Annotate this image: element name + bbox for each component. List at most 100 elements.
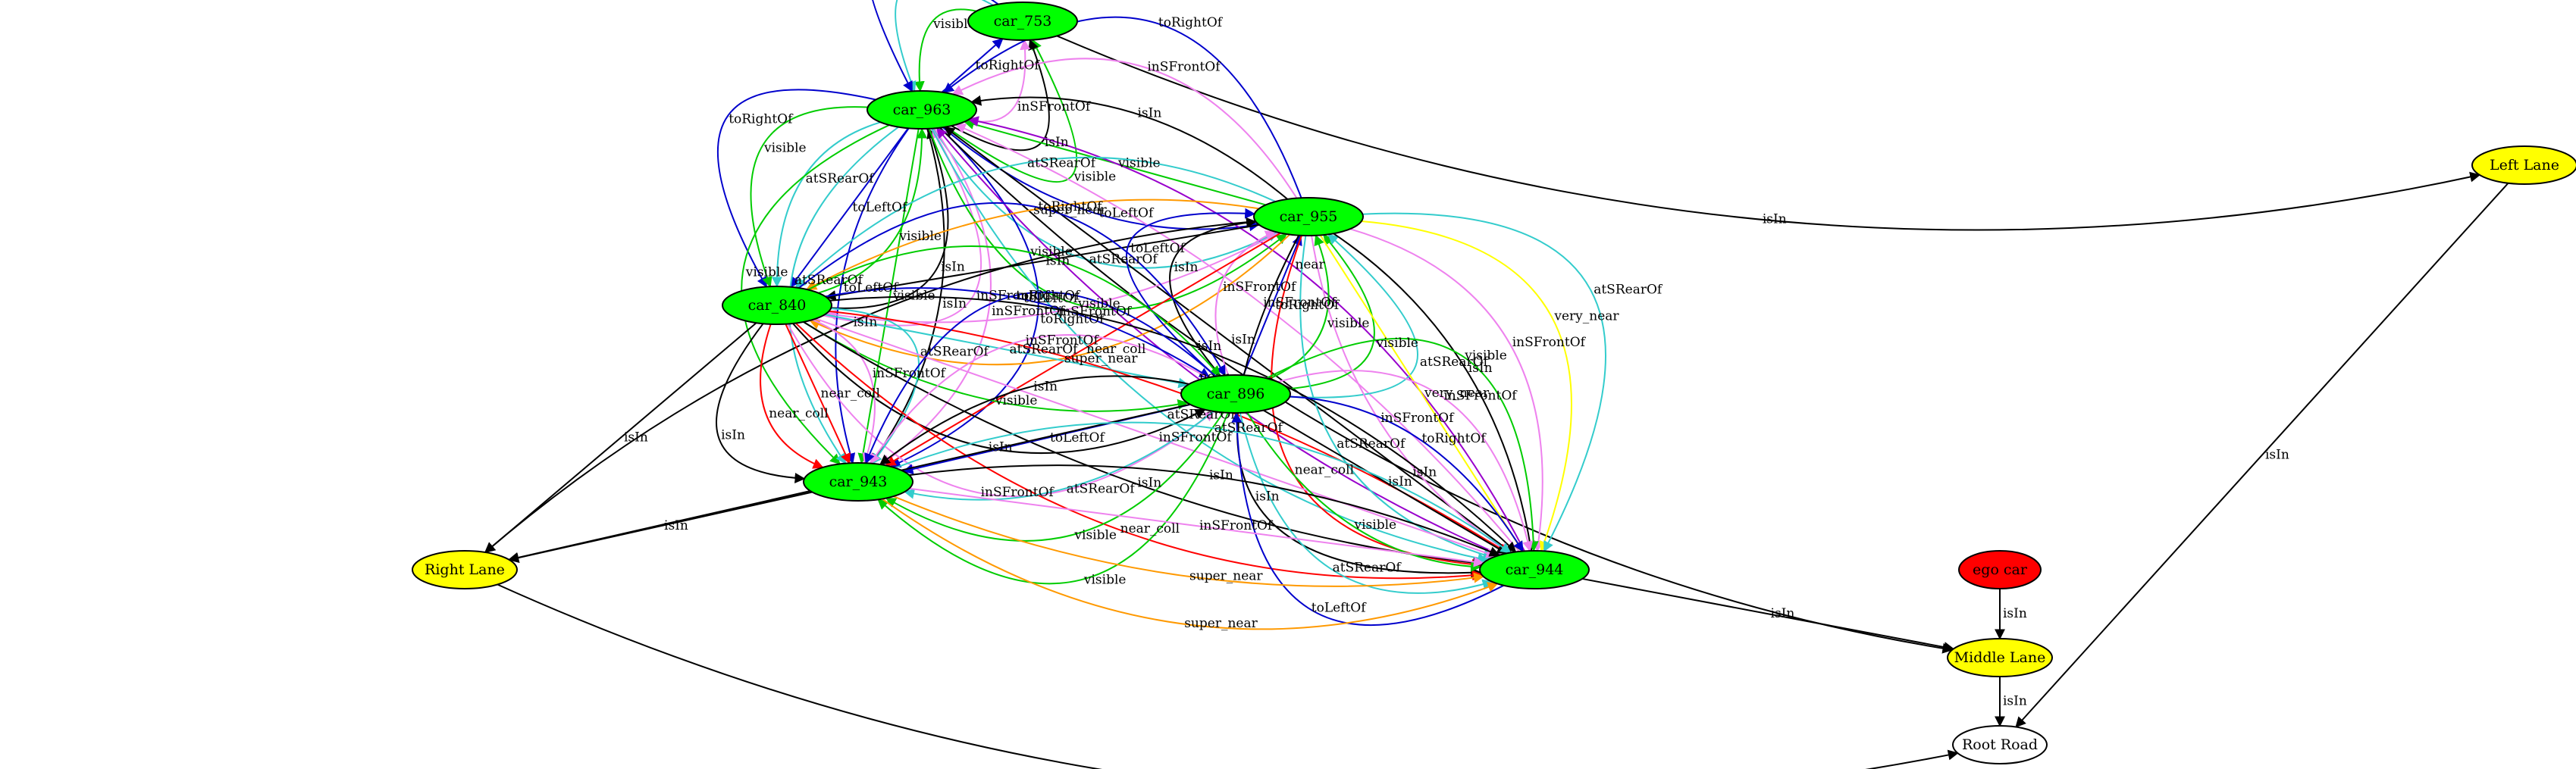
edge-label: super_near [1189,568,1263,583]
node-left-lane: Left Lane [2471,145,2576,185]
edge-label: isIn [2003,694,2027,709]
node-label: car_963 [893,102,951,118]
node-car-896: car_896 [1180,374,1291,414]
edge-car_896-isIn-car_955 [1169,217,1257,377]
edge-label: toRightOf [1016,289,1081,304]
edge-label: near_coll [1086,342,1145,357]
edge-car_840-near_coll-car_943 [785,324,851,464]
node-ellipse [722,286,832,325]
edge-label: toLeftOf [853,200,908,215]
edge-car_840-toRightOf-car_896 [798,202,1226,377]
edge-label: isIn [1412,465,1437,480]
edge-car_963-visible-car_753 [945,39,1077,183]
edge-label: toRightOf [1421,431,1487,446]
node-label: ego car [1973,561,2028,578]
edge-label: near_coll [769,406,828,421]
edge-car_840-isIn-right_lane [484,322,757,553]
node-ellipse [412,550,518,589]
node-ellipse [1952,725,2048,764]
edge-label: isIn [1045,135,1069,150]
node-label: car_896 [1207,386,1265,402]
edge-label: isIn [1763,212,1787,227]
edge-car_840-inSFrontOf-car_896 [787,324,1215,497]
edge-car_840-visible-car_963 [818,127,928,294]
node-label: Middle Lane [1954,649,2046,666]
edge-car_955-inSFrontOf-car_944 [1349,228,1544,552]
edge-car_963-toLeftOf-car_955 [942,127,1260,232]
edge-label: visible [1117,156,1161,171]
edge-car_963-visible-car_943 [741,124,890,465]
node-ellipse [1479,550,1590,589]
edge-label: near_coll [821,386,880,402]
node-car-753: car_753 [967,2,1078,41]
edge-label: visible [745,264,788,280]
edge-label: inSFrontOf [1147,60,1221,75]
edge-car_896-inSFrontOf-car_944 [1277,370,1534,552]
edge-car_963-atSRearOf-car_944 [931,128,1489,564]
node-ellipse [1958,550,2042,589]
edge-label: visible [1464,348,1507,363]
edge-car_963-atSRearOf-car_943 [788,126,899,464]
node-ellipse [967,2,1078,41]
node-label: car_753 [994,13,1052,30]
edge-car_896-isIn-car_943 [879,375,1189,465]
edge-car_753-toLeftOf-car_963 [872,0,999,92]
edge-label: visible [1077,296,1120,311]
edge-label: visible [1354,517,1397,533]
edge-label: atSRearOf [1010,342,1080,358]
edge-label: toRightOf [976,58,1041,73]
edge-label: isIn [1046,254,1070,269]
edge-label: toLeftOf [1050,430,1105,445]
edge-car_840-near_coll-car_944 [794,322,1483,581]
edge-car_840-atSRearOf-car_896 [824,314,1189,389]
edge-label: isIn [2003,606,2027,621]
edge-label: near_coll [1120,521,1180,536]
edge-label: atSRearOf [1214,420,1284,436]
edge-car_896-toLeftOf-car_955 [1126,208,1256,377]
edge-car_955-very_near-car_944 [1361,220,1572,552]
edge-car_943-isIn-right_lane [508,491,813,563]
edge-label: visible [1375,336,1418,351]
edge-label: super_near [1033,202,1107,217]
edge-label: inSFrontOf [1058,305,1133,320]
edge-label: atSRearOf [1333,561,1402,576]
edge-label: inSFrontOf [1223,280,1297,295]
edge-label: isIn [1137,105,1161,120]
edge-label: isIn [1388,474,1412,489]
node-ellipse [2471,145,2576,185]
edge-car_944-inSFrontOf-car_963 [954,123,1520,552]
edge-label: atSRearOf [1027,155,1097,170]
edge-label: inSFrontOf [1512,335,1587,350]
node-ego-car: ego car [1958,550,2042,589]
edge-car_840-isIn-car_896 [792,323,1206,454]
edge-label: toRightOf [1038,199,1103,214]
edge-label: atSRearOf [920,344,990,359]
edge-car_840-inSFrontOf-car_963 [823,127,982,327]
edge-car_955-inSFrontOf-car_944 [1311,235,1511,554]
edge-label: visible [995,393,1038,408]
edge-label: visible [1073,169,1117,184]
node-ellipse [1253,197,1364,236]
edge-car_963-visible-car_943 [857,128,920,464]
edge-label: isIn [989,439,1013,455]
node-middle-lane: Middle Lane [1947,638,2053,677]
edge-label: isIn [1255,489,1280,504]
edge-label: toRightOf [1158,15,1224,30]
node-car-943: car_943 [803,462,914,502]
edge-car_963-inSFrontOf-car_943 [880,127,992,466]
edge-car_896-inSFrontOf-car_943 [870,334,1208,464]
edge-car_896-inSFrontOf-car_955 [1214,230,1277,376]
edge-label: visible [932,17,976,32]
edge-label: inSFrontOf [1199,518,1274,533]
node-label: car_943 [829,474,888,490]
edge-car_840-inSFrontOf-car_943 [812,319,876,464]
node-ellipse [1180,374,1291,414]
edge-car_963-visible-car_840 [750,106,868,288]
edge-label: isIn [2265,448,2289,463]
edge-car_943-super_near-car_944 [893,495,1485,587]
edge-label: toLeftOf [1130,241,1186,256]
edge-label: visible [1029,245,1073,260]
edge-car_955-atSRearOf-car_840 [794,156,1276,289]
edge-car_963-isIn-middle_lane [939,127,1954,654]
